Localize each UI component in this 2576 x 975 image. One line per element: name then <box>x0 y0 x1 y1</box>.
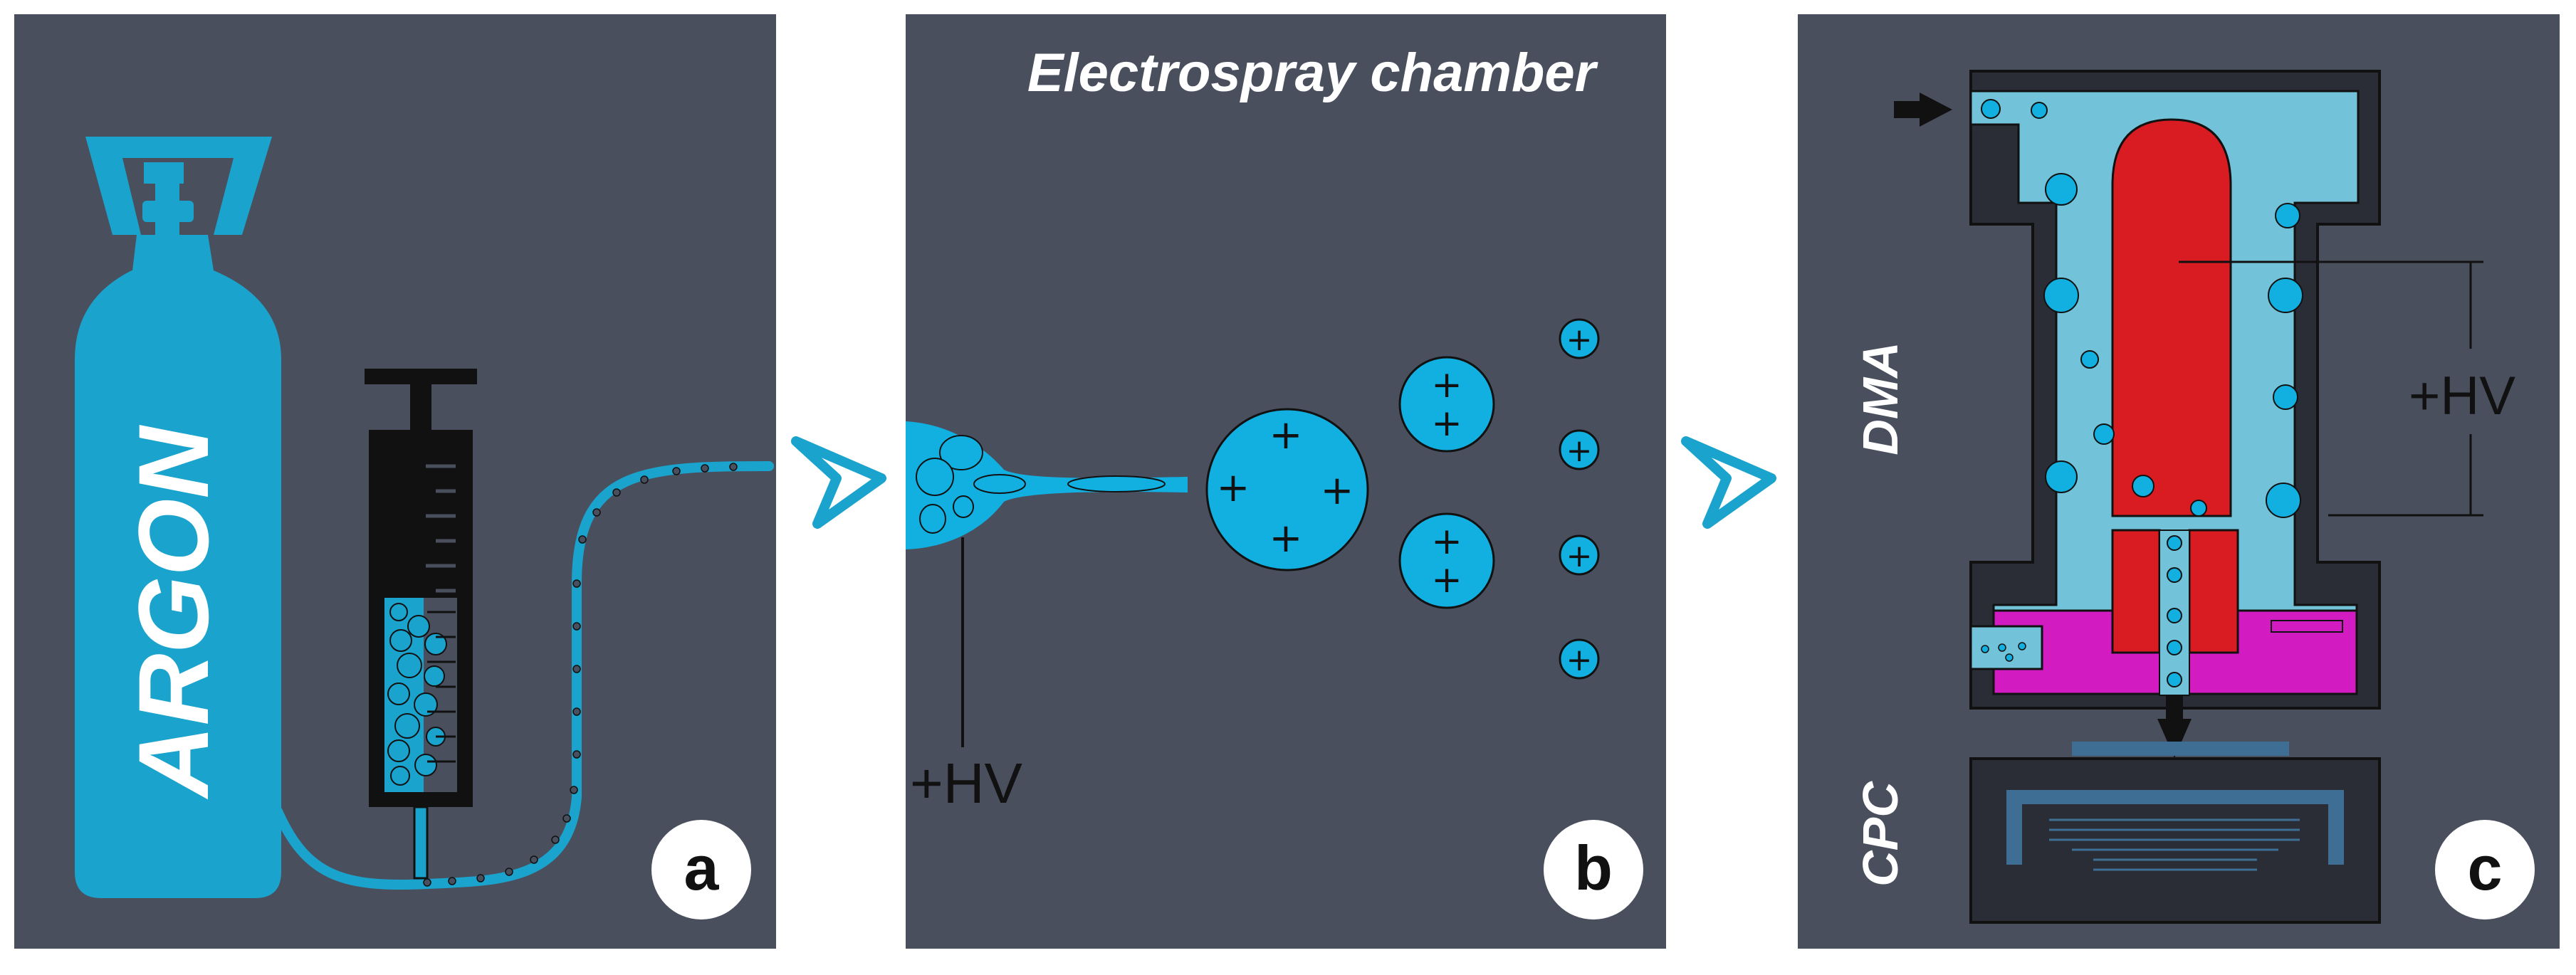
hv-bracket <box>2179 260 2483 517</box>
panel-b-hv-label: +HV <box>910 752 1022 815</box>
flow-arrow-icon <box>1681 436 1776 529</box>
droplet-small-3 <box>1559 534 1600 576</box>
cpc-inlet-plate <box>2072 742 2289 756</box>
svg-text:+: + <box>1566 642 1593 678</box>
charged-droplets <box>1205 318 1600 680</box>
droplet-medium-2 <box>1398 512 1495 609</box>
syringe-graduations <box>426 464 456 593</box>
svg-text:+: + <box>1566 322 1593 358</box>
syringe-plunger-seal <box>384 445 457 598</box>
svg-text:+: + <box>1217 465 1250 511</box>
panel-b-label: b <box>1574 833 1613 903</box>
panel-a-label-circle <box>651 820 751 919</box>
panel-b-title: Electrospray chamber <box>1027 43 1599 103</box>
svg-text:+: + <box>1431 402 1462 445</box>
svg-text:+: + <box>1321 468 1354 514</box>
svg-text:+: + <box>1431 559 1462 601</box>
droplet-small-4 <box>1559 638 1600 680</box>
svg-text:+: + <box>1566 538 1593 574</box>
panel-a: ARGON <box>14 14 776 949</box>
cylinder-text: ARGON <box>117 425 229 800</box>
cpc-label: CPC <box>1853 781 1908 887</box>
cylinder-valve-handle <box>85 137 272 235</box>
cylinder-valve-top <box>144 162 184 184</box>
central-electrode <box>2111 118 2232 517</box>
gas-cylinder-icon <box>75 137 281 898</box>
outlet-bubbles <box>1981 642 2026 662</box>
electrode-base-right <box>2188 529 2239 654</box>
outlet-down-arrow-icon <box>2157 695 2192 758</box>
dma-label: DMA <box>1853 342 1908 455</box>
svg-text:+: + <box>1566 433 1593 469</box>
syringe-needle <box>413 806 429 880</box>
cylinder-valve-knob <box>142 201 194 222</box>
droplet-medium-1 <box>1398 356 1495 453</box>
syringe-plunger-rod <box>410 384 431 434</box>
panel-b-label-circle <box>1544 820 1643 919</box>
svg-text:+: + <box>1431 520 1462 563</box>
dma-base-slot <box>2271 620 2343 633</box>
syringe-plunger-cap <box>365 369 477 384</box>
dma-particles <box>1981 99 2303 687</box>
panel-a-label: a <box>684 833 720 903</box>
syringe-bubbles <box>387 603 447 786</box>
svg-text:+: + <box>1269 515 1303 562</box>
droplet-charges: + + + + + + + + + + + + <box>1217 322 1593 678</box>
cpc-inner-frame <box>2006 790 2344 865</box>
panel-c: DMA CPC <box>1798 14 2560 949</box>
gas-hose <box>273 461 774 890</box>
electrode-base-left <box>2111 529 2161 654</box>
svg-text:+: + <box>1269 412 1303 458</box>
cylinder-body <box>75 270 281 898</box>
droplet-small-2 <box>1559 429 1600 470</box>
panel-c-hv-label: +HV <box>2409 366 2515 426</box>
panel-c-label-circle <box>2435 820 2535 919</box>
syringe-icon <box>365 369 477 880</box>
syringe-scale-marks <box>427 611 456 763</box>
cone-bubbles <box>916 435 1166 534</box>
cpc-layers <box>2049 818 2300 871</box>
flow-arrow-icon <box>791 436 886 529</box>
panel-b: Electrospray chamber +HV + <box>906 14 1666 949</box>
cpc-icon <box>1969 742 2381 924</box>
hose-bubbles <box>423 463 738 887</box>
droplet-large <box>1205 408 1369 571</box>
droplet-small-1 <box>1559 318 1600 359</box>
cylinder-neck <box>132 235 214 270</box>
panel-c-label: c <box>2468 833 2503 903</box>
svg-text:+: + <box>1431 364 1462 406</box>
dma-outlet-channel <box>1969 625 2043 670</box>
sheath-inlet-arrow-icon <box>1894 93 1952 127</box>
